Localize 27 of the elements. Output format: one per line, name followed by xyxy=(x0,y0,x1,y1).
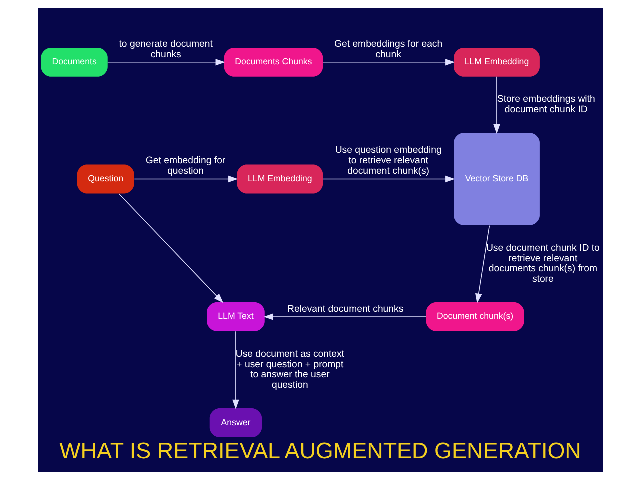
arrow xyxy=(106,59,225,66)
edge-label: Use document as context + user question + prompt to answer the user question xyxy=(235,348,344,392)
node-box: Documents xyxy=(40,48,108,77)
node-box: LLM Embedding xyxy=(236,164,323,194)
arrow xyxy=(322,59,455,66)
arrow xyxy=(118,193,224,304)
arrow xyxy=(232,331,239,410)
edge-label: Get embedding for question xyxy=(145,156,226,178)
edge-label: Use question embedding to retrieve relevant document chunk(s) xyxy=(334,145,442,178)
node-box: Answer xyxy=(209,408,262,438)
node-box: Question xyxy=(76,164,134,194)
node-box: Document chunk(s) xyxy=(426,302,524,332)
node-box: Vector Store DB xyxy=(454,133,540,226)
arrow xyxy=(475,225,490,304)
edge-label: Relevant document chunks xyxy=(287,304,404,315)
node-box: LLM Text xyxy=(206,302,264,332)
arrow xyxy=(263,314,426,320)
edge-label: Get embeddings for each chunk xyxy=(334,38,442,60)
arrow xyxy=(322,176,455,183)
edge-label: Store embeddings with document chunk ID xyxy=(496,94,595,116)
edge-label: Use document chunk ID to retrieve relevant documents chunk(s) from store xyxy=(486,242,600,286)
node-box: Documents Chunks xyxy=(224,48,323,77)
edge-label: to generate document chunks xyxy=(118,38,212,60)
diagram-title: WHAT IS RETRIEVAL AUGMENTED GENERATION xyxy=(59,438,581,464)
arrow xyxy=(134,176,238,183)
node-box: LLM Embedding xyxy=(454,48,540,77)
arrow xyxy=(493,76,500,134)
